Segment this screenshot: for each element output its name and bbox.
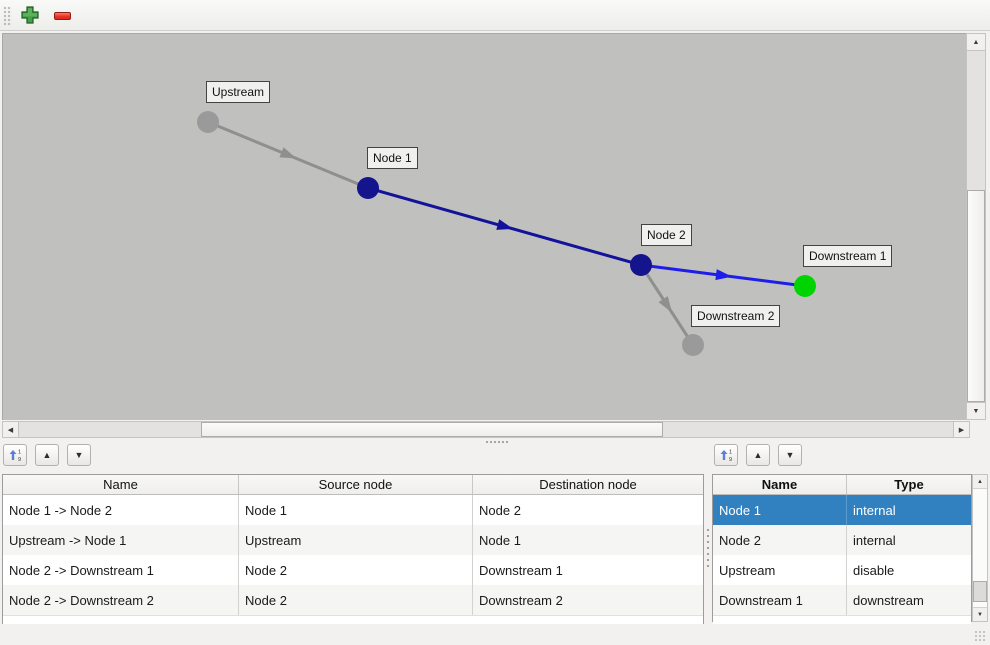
edge-arrow-icon — [658, 296, 672, 313]
table-cell: Node 2 — [479, 502, 521, 518]
scroll-down-icon[interactable]: ▼ — [967, 402, 985, 419]
up-arrow-icon: ▲ — [753, 450, 763, 460]
pane-splitter[interactable] — [0, 439, 990, 444]
edge-arrow-icon — [715, 269, 732, 281]
scroll-up-icon[interactable]: ▲ — [967, 34, 985, 51]
node-move-up-button[interactable]: ▲ — [746, 444, 770, 466]
down-arrow-icon: ▼ — [785, 450, 795, 460]
edge-sort-button[interactable]: 1 9 — [3, 444, 27, 466]
node-row[interactable]: Upstream disable — [713, 555, 971, 585]
table-cell: Downstream 1 — [713, 585, 847, 615]
table-cell: Node 2 — [239, 585, 473, 615]
window-resize-grip[interactable] — [974, 630, 987, 643]
empty-row — [713, 615, 971, 624]
table-cell: internal — [853, 502, 896, 518]
table-cell: downstream — [853, 592, 924, 608]
graph-node[interactable] — [630, 254, 652, 276]
canvas-horizontal-scrollbar[interactable]: ◀ ▶ — [2, 421, 970, 438]
main-toolbar — [0, 0, 990, 31]
edges-table-header: Name Source node Destination node — [3, 475, 703, 495]
table-cell: Upstream — [713, 555, 847, 585]
svg-text:9: 9 — [18, 457, 21, 462]
table-cell: Node 2 -> Downstream 2 — [3, 585, 239, 615]
edge-move-up-button[interactable]: ▲ — [35, 444, 59, 466]
svg-text:1: 1 — [729, 450, 732, 456]
remove-button[interactable] — [49, 4, 75, 28]
node-sort-button[interactable]: 1 9 — [714, 444, 738, 466]
add-button[interactable] — [17, 4, 43, 28]
edge-move-down-button[interactable]: ▼ — [67, 444, 91, 466]
node-row[interactable]: Downstream 1 downstream — [713, 585, 971, 615]
node-label[interactable]: Node 2 — [641, 224, 692, 246]
table-cell: Node 2 -> Downstream 1 — [3, 555, 239, 585]
table-cell: Node 1 — [479, 532, 521, 548]
vertical-scrollbar-thumb[interactable] — [967, 190, 985, 402]
column-header-name[interactable]: Name — [3, 475, 239, 494]
svg-text:1: 1 — [18, 450, 21, 456]
empty-row — [3, 615, 703, 624]
graph-node[interactable] — [682, 334, 704, 356]
down-arrow-icon: ▼ — [74, 450, 84, 460]
graph-node[interactable] — [357, 177, 379, 199]
sort-ascending-icon: 1 9 — [720, 450, 732, 462]
scroll-left-icon[interactable]: ◀ — [3, 422, 19, 437]
status-bar — [0, 628, 990, 645]
plus-icon — [20, 5, 40, 28]
scroll-down-icon[interactable]: ▼ — [973, 607, 987, 621]
table-cell: Downstream 2 — [479, 592, 563, 608]
column-header-name[interactable]: Name — [713, 475, 847, 494]
toolbar-grip[interactable] — [3, 6, 12, 26]
edges-table: Name Source node Destination node Node 1… — [2, 474, 704, 624]
graph-node[interactable] — [794, 275, 816, 297]
node-label[interactable]: Downstream 2 — [691, 305, 781, 327]
canvas-vertical-scrollbar[interactable]: ▲ ▼ — [966, 33, 986, 420]
nodes-table-scrollbar[interactable]: ▲ ▼ — [972, 474, 988, 622]
node-row[interactable]: Node 1 internal — [713, 495, 971, 525]
table-cell: Downstream 1 — [479, 562, 563, 578]
node-label[interactable]: Node 1 — [367, 147, 418, 169]
scroll-right-icon[interactable]: ▶ — [953, 422, 969, 437]
table-cell: Node 1 — [239, 495, 473, 525]
node-label[interactable]: Upstream — [206, 81, 271, 103]
column-header-destination-node[interactable]: Destination node — [539, 477, 637, 492]
graph-node[interactable] — [197, 111, 219, 133]
edge-arrow-icon — [496, 219, 514, 230]
node-label[interactable]: Downstream 1 — [803, 245, 893, 267]
column-header-source-node[interactable]: Source node — [239, 475, 473, 494]
node-move-down-button[interactable]: ▼ — [778, 444, 802, 466]
column-header-type[interactable]: Type — [894, 477, 924, 492]
table-scrollbar-thumb[interactable] — [973, 581, 987, 602]
tables-splitter[interactable] — [705, 528, 711, 568]
sort-ascending-icon: 1 9 — [9, 450, 21, 462]
graph-svg — [197, 111, 816, 356]
node-row[interactable]: Node 2 internal — [713, 525, 971, 555]
scroll-up-icon[interactable]: ▲ — [973, 475, 987, 489]
edge-arrow-icon — [279, 147, 297, 159]
table-cell: internal — [853, 532, 896, 548]
nodes-table-header: Name Type — [713, 475, 971, 495]
table-cell: disable — [853, 562, 895, 578]
table-cell: Upstream — [239, 525, 473, 555]
table-cell: Node 2 — [239, 555, 473, 585]
up-arrow-icon: ▲ — [42, 450, 52, 460]
table-cell: Node 1 -> Node 2 — [3, 495, 239, 525]
table-cell: Node 1 — [713, 495, 847, 525]
splitter-handle-icon — [485, 440, 509, 444]
svg-text:9: 9 — [729, 457, 732, 462]
table-cell: Node 2 — [713, 525, 847, 555]
table-cell: Upstream -> Node 1 — [3, 525, 239, 555]
minus-icon — [53, 12, 71, 20]
horizontal-scrollbar-thumb[interactable] — [201, 422, 663, 437]
